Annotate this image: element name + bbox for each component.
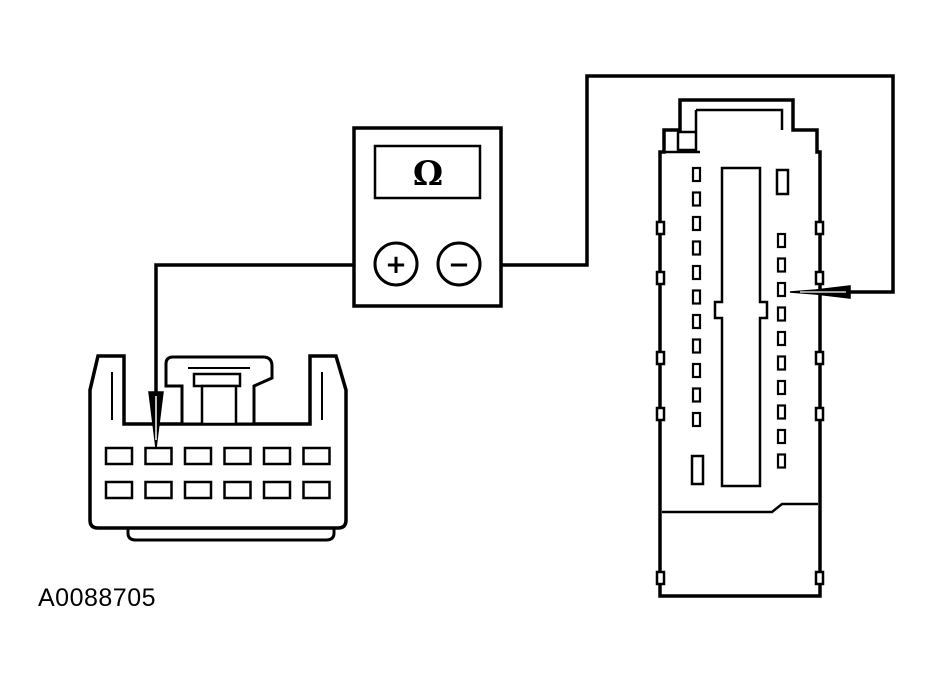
pin-cavity: [144, 480, 173, 500]
large-connector: [655, 98, 825, 598]
side-notch: [814, 270, 825, 286]
pin-cavity: [302, 446, 331, 466]
negative-lead-wire: [483, 74, 895, 294]
pin-cavity: [776, 257, 787, 273]
large-connector-lower-section: [662, 502, 818, 514]
pin-cavity: [691, 240, 702, 256]
large-connector-cavities: [691, 166, 787, 469]
large-connector-top-slot: [775, 168, 790, 196]
pin-cavity: [691, 215, 702, 232]
positive-terminal: [373, 241, 419, 287]
pin-cavity: [691, 166, 702, 183]
pin-cavity: [776, 355, 787, 371]
pin-cavity: [104, 480, 134, 500]
large-connector-side-notches: [655, 220, 825, 586]
side-notch: [814, 406, 825, 422]
side-notch: [655, 570, 666, 586]
pin-cavity: [691, 313, 702, 330]
pin-cavity: [183, 446, 213, 466]
small-connector-latch-window: [192, 372, 242, 388]
side-notch: [655, 270, 666, 286]
pin-cavity: [691, 362, 702, 379]
pin-cavity: [776, 330, 787, 347]
pin-cavity: [691, 411, 702, 428]
pin-cavity: [776, 453, 787, 469]
pin-cavity: [691, 264, 702, 281]
negative-terminal-label: −: [448, 250, 470, 280]
ohm-symbol: Ω: [413, 154, 443, 194]
pin-cavity: [691, 387, 702, 403]
large-connector-top-latch: [676, 108, 784, 152]
pin-cavity: [776, 306, 787, 322]
side-notch: [814, 220, 825, 236]
ohmmeter: Ω + −: [352, 126, 503, 308]
large-connector-bottom-slot: [690, 454, 705, 486]
pin-cavity: [262, 446, 292, 466]
pin-cavity: [223, 446, 252, 466]
meter-display: [373, 144, 482, 200]
side-notch: [655, 350, 666, 366]
pin-cavity: [144, 446, 173, 466]
pin-cavity: [776, 428, 787, 445]
positive-terminal-label: +: [385, 250, 407, 280]
side-notch: [814, 570, 825, 586]
figure-reference-number: A0088705: [38, 584, 157, 612]
positive-lead-wire: [154, 263, 375, 392]
small-connector-rim: [111, 372, 323, 420]
pin-cavity: [776, 404, 787, 420]
side-notch: [655, 406, 666, 422]
pin-cavity: [183, 480, 213, 500]
test-leads: [154, 74, 895, 392]
pin-cavity: [302, 480, 331, 500]
small-connector-cavities: [104, 446, 331, 500]
pin-cavity: [262, 480, 292, 500]
pin-cavity: [691, 191, 702, 207]
large-connector-keyway: [713, 166, 769, 488]
negative-terminal: [436, 241, 482, 287]
small-connector: [88, 354, 348, 542]
pin-cavity: [691, 289, 702, 305]
side-notch: [814, 350, 825, 366]
side-notch: [655, 220, 666, 236]
pin-cavity: [776, 232, 787, 249]
pin-cavity: [223, 480, 252, 500]
pin-cavity: [776, 281, 787, 298]
small-connector-latch-tab: [200, 384, 238, 426]
pin-cavity: [104, 446, 134, 466]
pin-cavity: [691, 338, 702, 354]
pin-cavity: [776, 379, 787, 396]
